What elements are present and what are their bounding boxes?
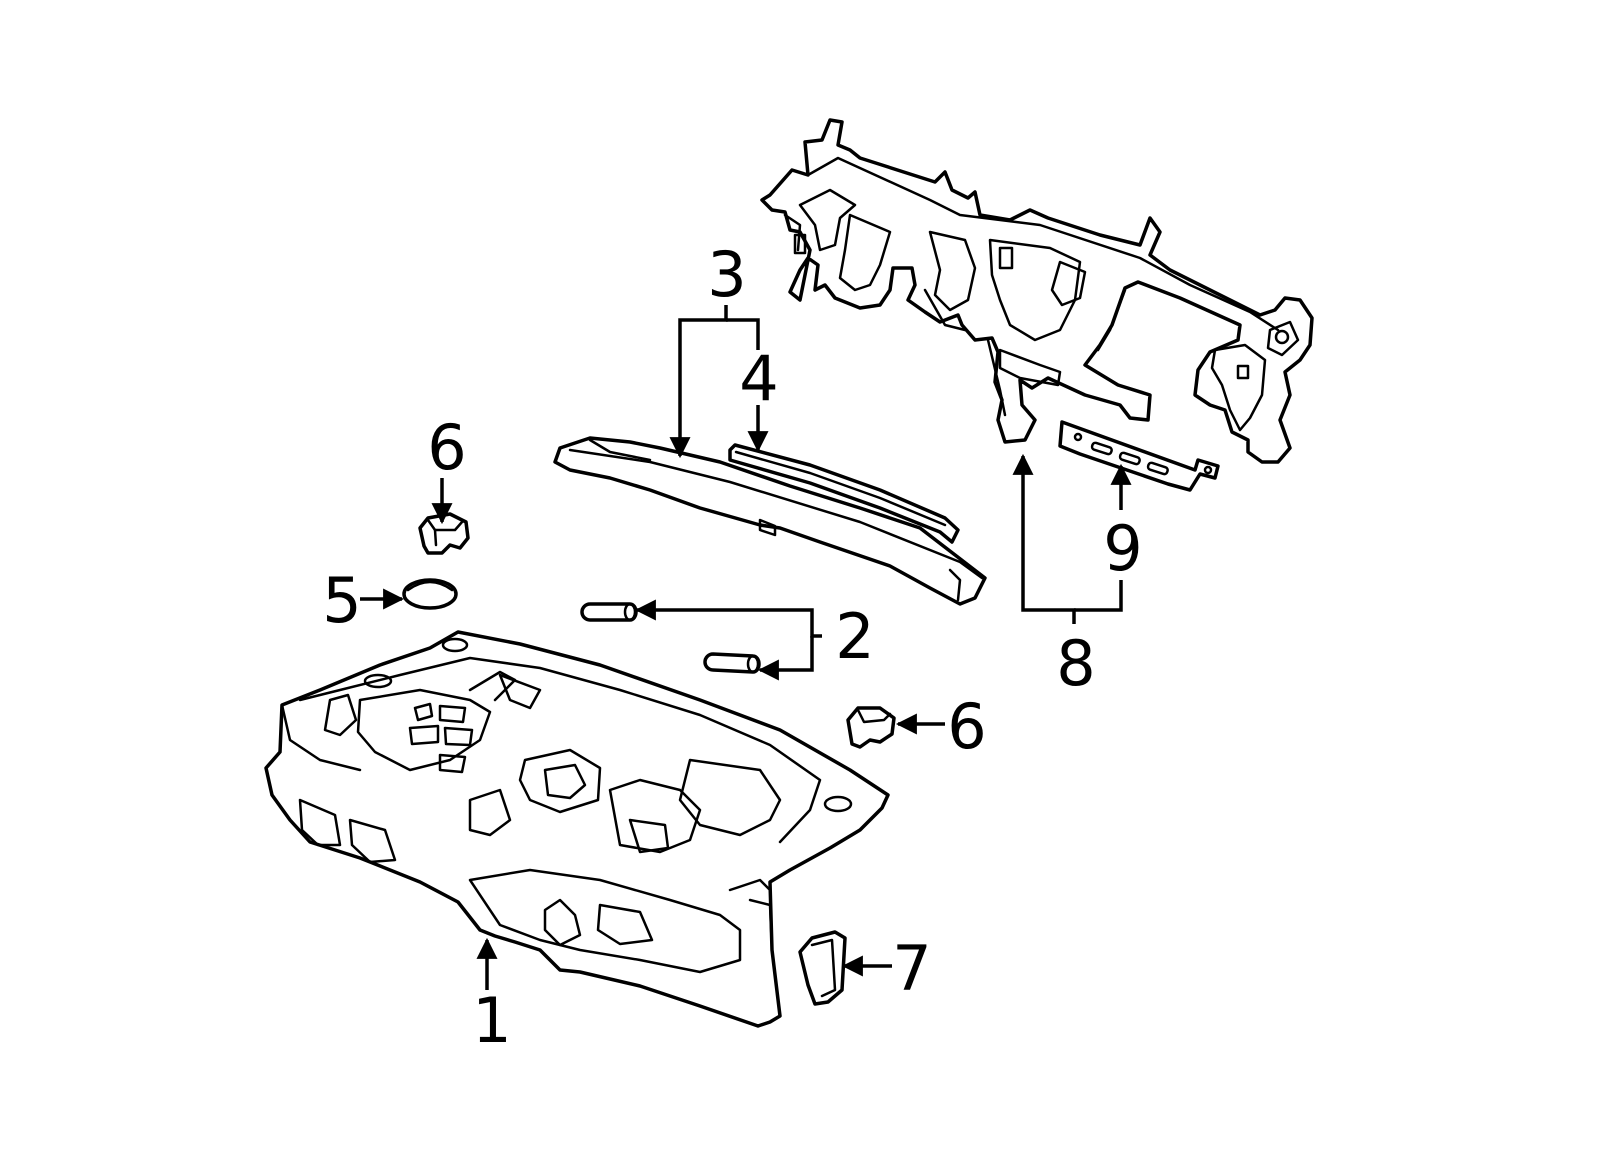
part-4-trim-strip bbox=[728, 443, 960, 544]
callout-3: 3 bbox=[707, 238, 746, 311]
part-9-bracket bbox=[1058, 420, 1220, 492]
leader-lines bbox=[360, 305, 1132, 990]
leader-2b bbox=[757, 636, 814, 681]
callout-8: 8 bbox=[1056, 627, 1095, 700]
leader-3b bbox=[726, 318, 760, 350]
part-6-clip-upper bbox=[418, 512, 470, 555]
part-6-clip-lower bbox=[846, 706, 896, 749]
leader-2 bbox=[634, 599, 822, 638]
callout-2: 2 bbox=[835, 600, 874, 673]
part-8-instrument-panel-frame bbox=[760, 118, 1314, 464]
part-2-pins bbox=[580, 602, 761, 674]
callout-9: 9 bbox=[1103, 512, 1142, 585]
callout-6-lower: 6 bbox=[947, 690, 986, 763]
part-7-side-cover bbox=[798, 930, 847, 1006]
callout-4: 4 bbox=[739, 342, 778, 415]
leader-3 bbox=[669, 305, 728, 459]
leader-8b bbox=[1074, 580, 1123, 612]
part-5-cap bbox=[402, 578, 458, 610]
leader-8 bbox=[1012, 453, 1076, 624]
callout-7: 7 bbox=[892, 932, 931, 1005]
callout-labels: 1 2 3 4 5 6 6 7 8 9 bbox=[322, 238, 1142, 1057]
callout-1: 1 bbox=[472, 984, 511, 1057]
callout-6-upper: 6 bbox=[427, 411, 466, 484]
part-1-instrument-panel bbox=[264, 630, 890, 1028]
callout-5: 5 bbox=[322, 564, 361, 637]
